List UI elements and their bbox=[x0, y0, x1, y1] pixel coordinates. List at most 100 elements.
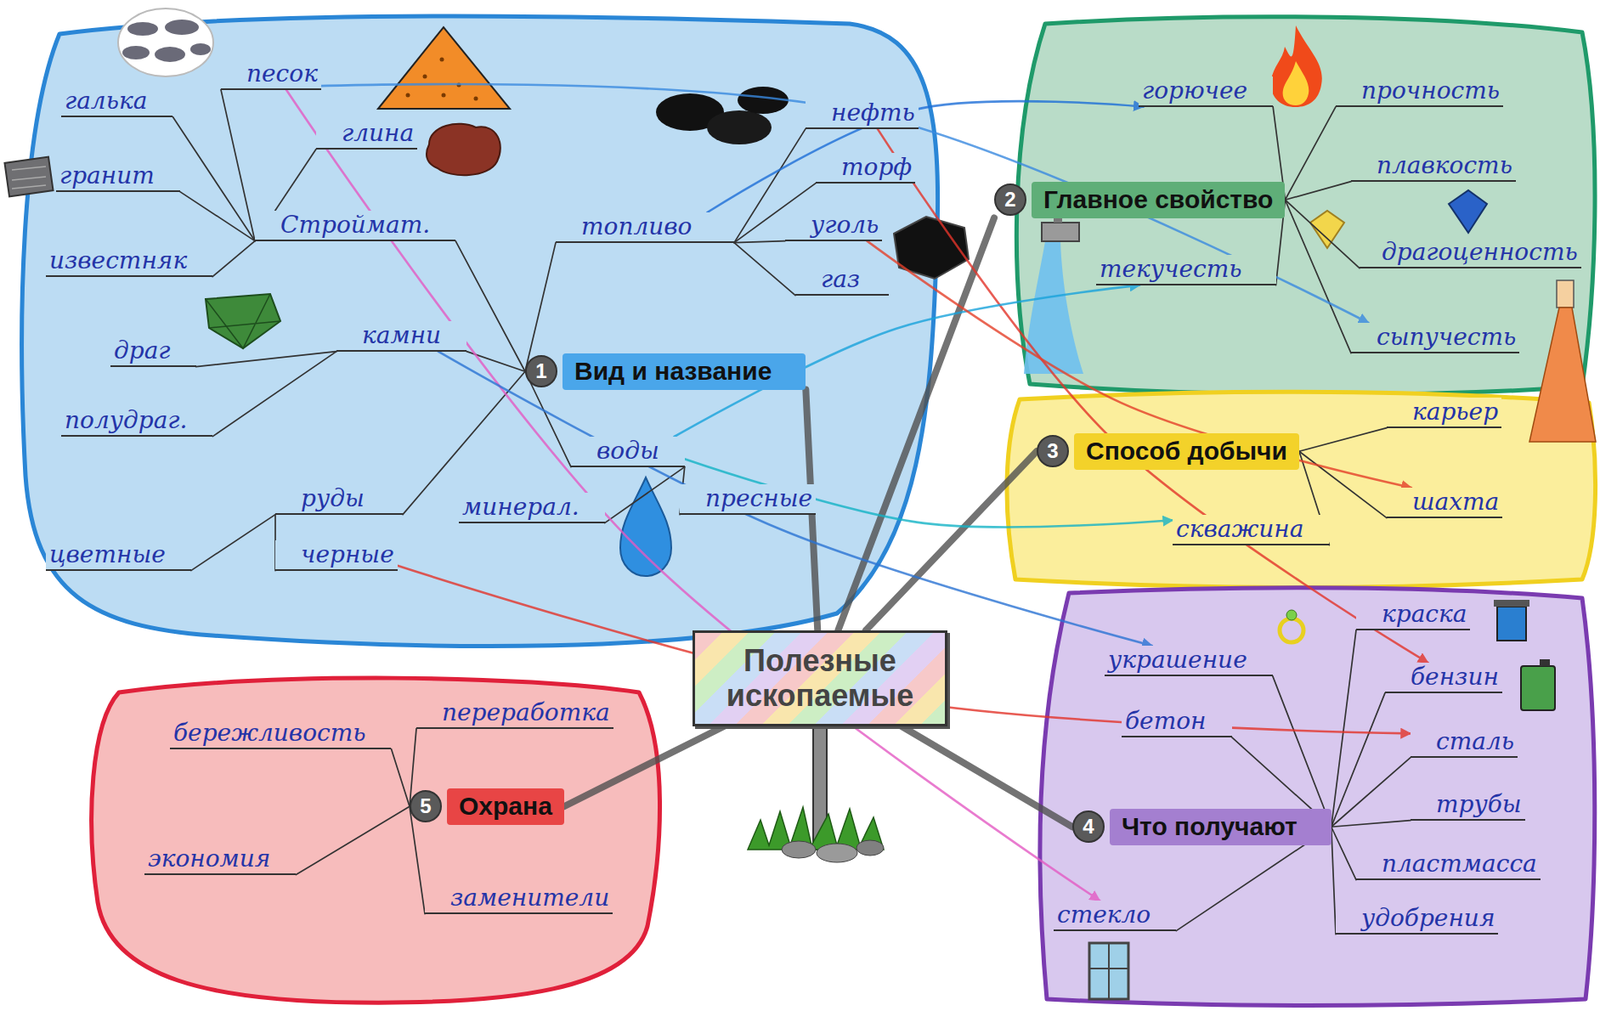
word-text: бензин bbox=[1410, 662, 1499, 692]
connectors bbox=[172, 84, 1428, 935]
word-text: заменители bbox=[450, 883, 610, 913]
mind-map-word: сыпучесть bbox=[1351, 322, 1520, 354]
paint-can-icon bbox=[1493, 599, 1530, 607]
sand-icon bbox=[423, 74, 428, 80]
mind-map-word: глина bbox=[316, 118, 418, 150]
glass-icon bbox=[1089, 943, 1129, 1000]
fuel-can-icon bbox=[1539, 659, 1550, 667]
mind-map-word: гранит bbox=[56, 161, 181, 193]
mind-map-word: сталь bbox=[1410, 727, 1518, 758]
word-text: известняк bbox=[49, 246, 187, 276]
mind-map-word: карьер bbox=[1386, 397, 1502, 429]
glass-icon bbox=[1089, 943, 1129, 1000]
mind-map-word: прочность bbox=[1335, 76, 1504, 108]
branch-line bbox=[1331, 693, 1386, 828]
faucet-icon bbox=[1041, 222, 1080, 242]
mind-map-word: воды bbox=[571, 436, 685, 468]
sign-text: Полезные ископаемые bbox=[705, 643, 935, 714]
mind-map-word: газ bbox=[795, 265, 889, 296]
branch-number: 3 bbox=[1036, 435, 1069, 468]
mind-map-word: текучесть bbox=[1096, 254, 1277, 286]
branch-line bbox=[1299, 451, 1387, 518]
water-drop-icon bbox=[620, 477, 672, 577]
spoke-line bbox=[564, 726, 725, 807]
clay-icon bbox=[426, 124, 501, 176]
word-text: экономия bbox=[147, 844, 271, 874]
mind-map-word: полудраг. bbox=[61, 406, 213, 437]
mind-map-word: бережливость bbox=[169, 718, 391, 750]
pebbles-icon bbox=[190, 43, 211, 56]
word-text: шахта bbox=[1412, 487, 1499, 517]
branch-title: Что получают bbox=[1109, 808, 1332, 846]
cross-arrow bbox=[866, 241, 1411, 488]
word-text: горючее bbox=[1142, 76, 1248, 106]
sand-pour-icon bbox=[1556, 280, 1574, 308]
word-text: переработка bbox=[441, 698, 611, 728]
sand-icon bbox=[378, 27, 510, 109]
mind-map-word: горючее bbox=[1138, 76, 1273, 108]
branch-number: 2 bbox=[994, 183, 1027, 216]
fuel-can-icon bbox=[1520, 659, 1555, 711]
mind-map-word: плавкость bbox=[1351, 151, 1516, 182]
fuel-can-icon bbox=[1520, 666, 1555, 711]
word-text: уголь bbox=[810, 210, 879, 240]
word-text: трубы bbox=[1436, 790, 1522, 820]
word-text: камни bbox=[361, 321, 441, 351]
word-text: сталь bbox=[1436, 727, 1515, 757]
paint-can-icon bbox=[1497, 606, 1527, 641]
mind-map-word: скважина bbox=[1172, 514, 1329, 546]
branch-number: 4 bbox=[1072, 810, 1105, 843]
mind-map-word: бензин bbox=[1385, 662, 1503, 694]
ring-icon bbox=[1279, 618, 1304, 643]
cross-arrow bbox=[321, 84, 1369, 323]
branch-line bbox=[734, 243, 796, 296]
mind-map-word: краска bbox=[1356, 599, 1470, 631]
branch-line bbox=[390, 749, 410, 808]
oil-icon bbox=[655, 86, 789, 145]
word-text: гранит bbox=[59, 161, 155, 191]
signboard: Полезные ископаемые bbox=[692, 630, 948, 727]
mind-map-word: стекло bbox=[1053, 900, 1176, 932]
word-text: руды bbox=[300, 484, 378, 514]
mind-map-word: цветные bbox=[45, 540, 192, 572]
word-text: воды bbox=[596, 436, 660, 466]
word-text: текучесть bbox=[1099, 254, 1243, 284]
mind-map-word: известняк bbox=[45, 246, 213, 278]
mind-map-word: торф bbox=[815, 152, 916, 184]
granite-icon bbox=[11, 166, 46, 189]
word-text: краска bbox=[1381, 599, 1467, 629]
mind-map-word: уголь bbox=[785, 210, 882, 242]
branch-line bbox=[525, 243, 556, 373]
mind-map-word: экономия bbox=[144, 844, 296, 876]
signpost bbox=[747, 713, 884, 863]
branch-line bbox=[172, 117, 255, 242]
branch-line bbox=[1284, 199, 1360, 268]
word-text: топливо bbox=[581, 212, 709, 242]
ring-icon bbox=[1286, 610, 1297, 621]
branch-heading: 2Главное свойство bbox=[994, 181, 1285, 219]
word-text: торф bbox=[841, 152, 912, 182]
mind-map-word: нефть bbox=[805, 98, 919, 130]
branch-line bbox=[409, 806, 425, 914]
cross-arrow bbox=[438, 351, 1153, 646]
word-text: бережливость bbox=[173, 718, 366, 748]
word-text: черные bbox=[300, 540, 395, 570]
mind-map-word: руды bbox=[275, 484, 403, 515]
mind-map-word: Строймат. bbox=[254, 210, 456, 242]
sand-icon bbox=[474, 96, 479, 102]
branch-number: 5 bbox=[409, 790, 442, 823]
branch-line bbox=[1331, 757, 1411, 828]
sand-icon bbox=[440, 57, 445, 63]
gem-icon bbox=[1310, 210, 1345, 249]
mind-map-word: песок bbox=[220, 59, 322, 91]
branch-line bbox=[1284, 107, 1336, 201]
mind-map-word: трубы bbox=[1410, 790, 1526, 821]
sand-pour-icon bbox=[1529, 280, 1596, 442]
word-text: глина bbox=[341, 118, 414, 148]
branch-line bbox=[455, 241, 526, 373]
gem-icon bbox=[205, 293, 281, 349]
branch-heading: 4Что получают bbox=[1072, 808, 1332, 846]
word-text: плавкость bbox=[1376, 151, 1513, 181]
water-drop-icon bbox=[620, 477, 672, 577]
